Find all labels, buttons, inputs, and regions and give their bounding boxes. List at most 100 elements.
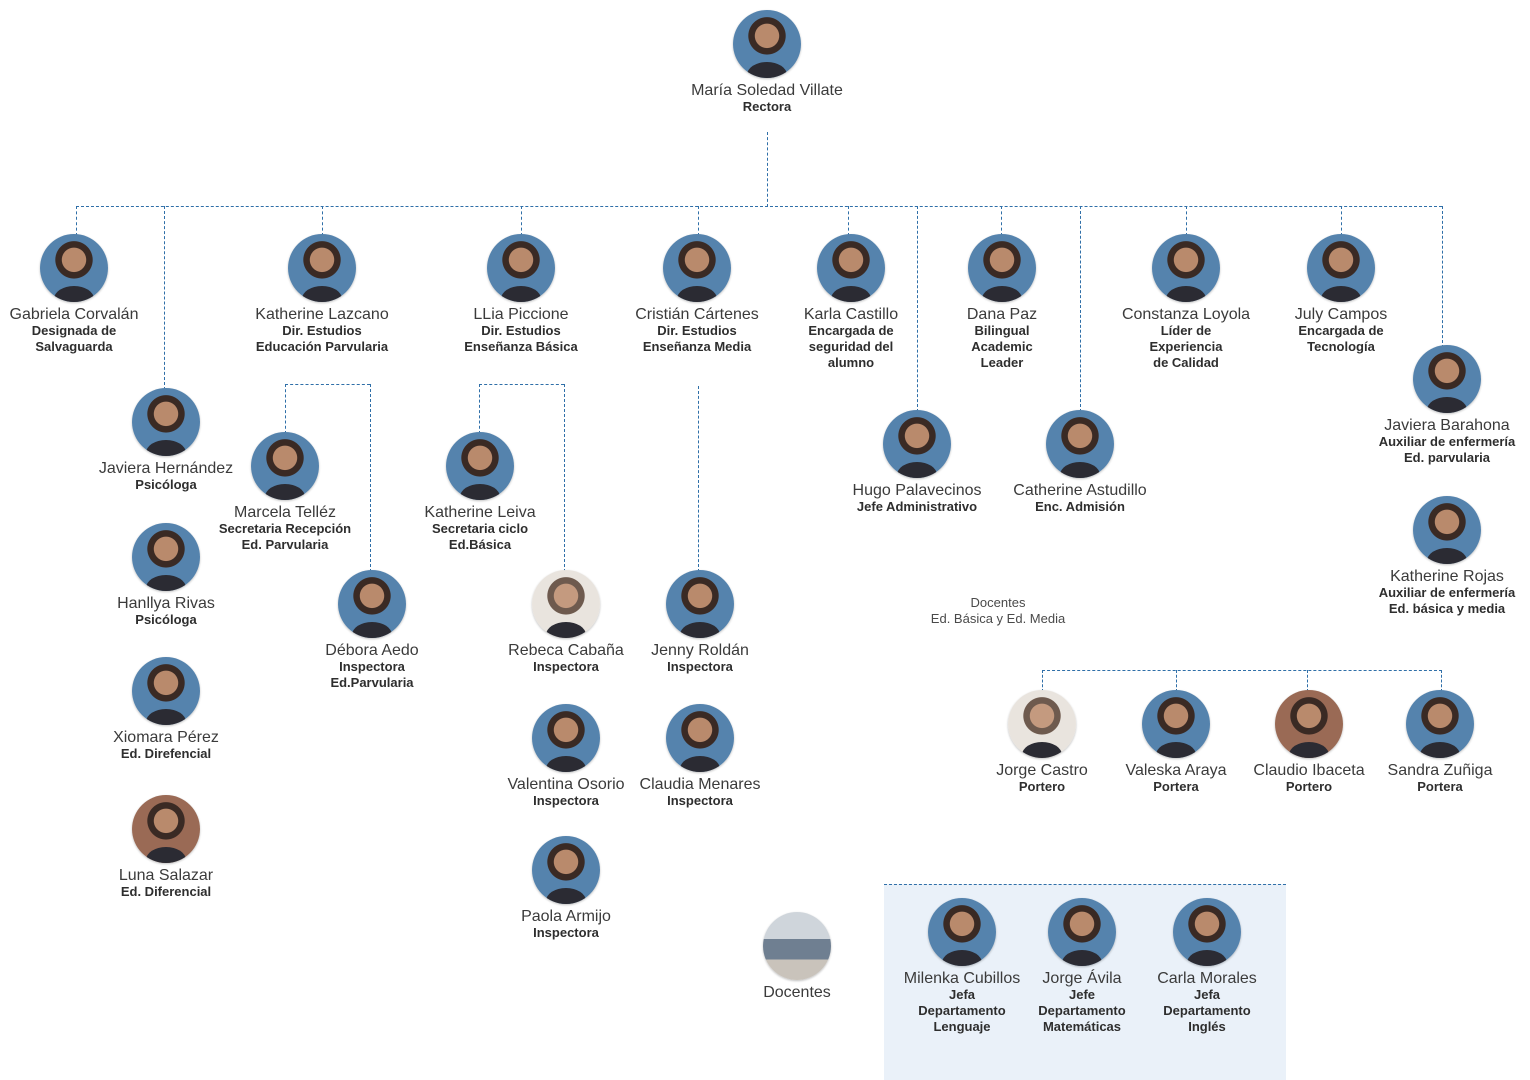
- person-role: Inspectora: [667, 659, 733, 674]
- node-rector: María Soledad Villate Rectora: [682, 10, 852, 115]
- avatar: [763, 912, 831, 980]
- person-name: Paola Armijo: [521, 908, 611, 925]
- person-role: Jefa: [948, 987, 976, 1002]
- avatar: [338, 570, 406, 638]
- avatar: [1046, 410, 1114, 478]
- avatar: [132, 795, 200, 863]
- person-name: Javiera Hernández: [98, 460, 234, 477]
- avatar: [1173, 898, 1241, 966]
- person-name: July Campos: [1294, 306, 1388, 323]
- docentes-note: Docentes Ed. Básica y Ed. Media: [898, 595, 1098, 627]
- avatar: [132, 388, 200, 456]
- person-role: Enseñanza Básica: [464, 339, 578, 354]
- person-role: Departamento: [918, 1003, 1006, 1018]
- person-role: Encargada de: [808, 323, 894, 338]
- avatar: [928, 898, 996, 966]
- note-line: Ed. Básica y Ed. Media: [930, 611, 1066, 626]
- person-name: Jenny Roldán: [651, 642, 749, 659]
- person-name: Catherine Astudillo: [1013, 482, 1147, 499]
- person-role: Leader: [980, 355, 1024, 370]
- person-role: Portero: [1285, 779, 1333, 794]
- person-name: Xiomara Pérez: [113, 729, 219, 746]
- avatar: [532, 704, 600, 772]
- person-role: Inspectora: [667, 793, 733, 808]
- person-role: Departamento: [1038, 1003, 1126, 1018]
- avatar: [666, 704, 734, 772]
- person-role: Portera: [1153, 779, 1199, 794]
- person-name: Katherine Lazcano: [255, 306, 389, 323]
- person-name: María Soledad Villate: [691, 82, 843, 99]
- person-role: Dir. Estudios: [282, 323, 362, 338]
- avatar: [532, 570, 600, 638]
- person-role: Ed. Diferencial: [120, 884, 212, 899]
- person-role: Inspectora: [533, 925, 599, 940]
- avatar: [1413, 496, 1481, 564]
- person-role: Dir. Estudios: [481, 323, 561, 338]
- person-role: Inspectora: [533, 659, 599, 674]
- person-name: Cristián Cártenes: [635, 306, 759, 323]
- person-name: Carla Morales: [1157, 970, 1257, 987]
- person-role: Psicóloga: [135, 477, 197, 492]
- person-role: Enc. Admisión: [1035, 499, 1125, 514]
- avatar: [487, 234, 555, 302]
- avatar: [1048, 898, 1116, 966]
- person-role: Matemáticas: [1042, 1019, 1122, 1034]
- avatar: [733, 10, 801, 78]
- avatar: [817, 234, 885, 302]
- avatar: [883, 410, 951, 478]
- avatar: [132, 523, 200, 591]
- person-name: Gabriela Corvalán: [9, 306, 139, 323]
- person-role: Dir. Estudios: [657, 323, 737, 338]
- person-role: seguridad del: [808, 339, 894, 354]
- avatar: [663, 234, 731, 302]
- avatar: [666, 570, 734, 638]
- avatar: [532, 836, 600, 904]
- avatar: [288, 234, 356, 302]
- person-name: Katherine Leiva: [424, 504, 536, 521]
- person-role: Auxiliar de enfermería: [1378, 585, 1516, 600]
- person-role: Jefa: [1193, 987, 1221, 1002]
- avatar: [1406, 690, 1474, 758]
- person-role: Experiencia: [1149, 339, 1223, 354]
- person-name: Javiera Barahona: [1384, 417, 1510, 434]
- person-role: Portero: [1018, 779, 1066, 794]
- person-role: Psicóloga: [135, 612, 197, 627]
- person-role: Secretaria Recepción: [218, 521, 352, 536]
- person-name: Valeska Araya: [1125, 762, 1227, 779]
- avatar: [1008, 690, 1076, 758]
- person-role: Lenguaje: [933, 1019, 991, 1034]
- person-name: Constanza Loyola: [1121, 306, 1251, 323]
- avatar: [40, 234, 108, 302]
- note-line: Docentes: [970, 595, 1026, 610]
- person-role: Jefe: [1068, 987, 1096, 1002]
- person-name: Jorge Ávila: [1042, 970, 1122, 987]
- person-role: Inspectora: [533, 793, 599, 808]
- avatar: [1152, 234, 1220, 302]
- person-role: Departamento: [1163, 1003, 1251, 1018]
- person-role: Líder de: [1160, 323, 1212, 338]
- person-name: Dana Paz: [966, 306, 1038, 323]
- person-name: Hugo Palavecinos: [852, 482, 982, 499]
- person-name: Claudio Ibaceta: [1253, 762, 1365, 779]
